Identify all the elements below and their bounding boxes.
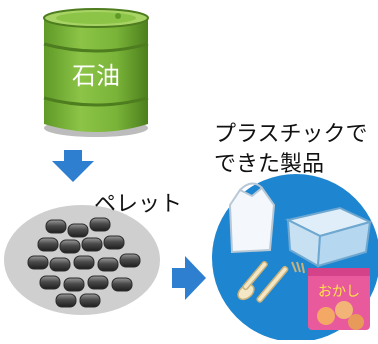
plastic-products-icon: おかし — [212, 174, 378, 342]
spoon-fork-icon — [237, 260, 305, 303]
products-label-line1: プラスチックで — [214, 122, 368, 147]
pellet-label: ペレット — [94, 192, 183, 217]
snack-bag-icon: おかし — [308, 268, 370, 330]
arrow-down-icon — [52, 150, 94, 182]
snack-label: おかし — [318, 284, 360, 300]
products-label-line2: できた製品 — [214, 152, 325, 177]
oil-drum-icon: 石油 — [43, 8, 149, 137]
pellet-pile-icon — [4, 205, 160, 315]
arrow-right-icon — [172, 256, 206, 300]
plastic-bag-icon — [228, 182, 276, 254]
oil-label: 石油 — [72, 62, 120, 90]
plastic-container-icon — [285, 206, 373, 268]
